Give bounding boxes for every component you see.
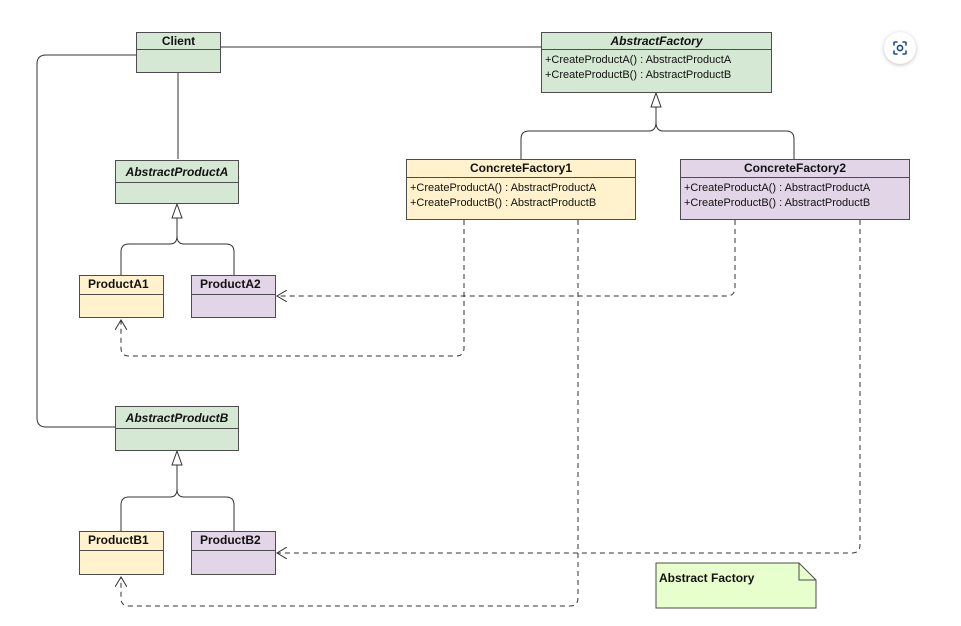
operation: +CreateProductB() : AbstractProductB (410, 196, 597, 209)
class-producta1-name: ProductA1 (80, 276, 163, 295)
note-label: Abstract Factory (659, 571, 755, 585)
screenshot-button[interactable] (884, 32, 916, 64)
scan-icon (893, 41, 907, 55)
class-productb2-name: ProductB2 (192, 532, 275, 551)
class-productb1[interactable]: ProductB1 (79, 531, 164, 575)
class-abstractproducta-name: AbstractProductA (116, 161, 238, 183)
class-productb1-name: ProductB1 (80, 532, 163, 551)
operation: +CreateProductA() : AbstractProductA (545, 54, 732, 66)
class-client[interactable]: Client (136, 32, 221, 73)
class-concretefactory2[interactable]: ConcreteFactory2 +CreateProductA() : Abs… (680, 159, 910, 220)
note-fold (798, 563, 816, 581)
class-producta1[interactable]: ProductA1 (79, 275, 164, 318)
generalization-triangle-abstractproductb (171, 449, 183, 466)
generalization-productb1 (120, 465, 178, 531)
association-client-abstractproductb (36, 54, 137, 428)
generalization-concretefactory2 (655, 121, 795, 160)
class-concretefactory1[interactable]: ConcreteFactory1 +CreateProductA() : Abs… (406, 159, 636, 220)
generalization-triangle-abstractfactory (650, 91, 662, 108)
class-abstractfactory-operations: +CreateProductA() : AbstractProductA +Cr… (542, 50, 771, 82)
class-producta2[interactable]: ProductA2 (191, 275, 276, 318)
operation: +CreateProductA() : AbstractProductA (410, 182, 597, 194)
class-abstractproductb-name: AbstractProductB (116, 407, 238, 429)
class-concretefactory1-name: ConcreteFactory1 (407, 160, 635, 178)
dependency-concretefactory2-producta2 (277, 220, 736, 296)
generalization-producta2 (176, 235, 235, 275)
note-shape (655, 562, 817, 609)
generalization-producta1 (120, 218, 178, 275)
class-producta2-name: ProductA2 (192, 276, 275, 295)
class-client-name: Client (137, 33, 220, 50)
class-abstractfactory-name: AbstractFactory (542, 33, 771, 50)
class-concretefactory2-name: ConcreteFactory2 (681, 160, 909, 178)
dependency-concretefactory2-productb2 (277, 220, 861, 553)
generalization-concretefactory1 (520, 107, 657, 160)
generalization-triangle-abstractproducta (171, 202, 183, 219)
class-concretefactory2-operations: +CreateProductA() : AbstractProductA +Cr… (681, 178, 909, 210)
class-abstractfactory[interactable]: AbstractFactory +CreateProductA() : Abst… (541, 32, 772, 93)
operation: +CreateProductB() : AbstractProductB (684, 196, 871, 209)
class-concretefactory1-operations: +CreateProductA() : AbstractProductA +Cr… (407, 178, 635, 210)
generalization-productb2 (176, 488, 235, 531)
operation: +CreateProductA() : AbstractProductA (684, 182, 871, 194)
dependency-concretefactory1-productb1 (121, 220, 579, 607)
dependency-concretefactory1-producta1 (121, 220, 465, 357)
class-productb2[interactable]: ProductB2 (191, 531, 276, 575)
class-abstractproducta[interactable]: AbstractProductA (115, 160, 239, 204)
class-abstractproductb[interactable]: AbstractProductB (115, 406, 239, 451)
operation: +CreateProductB() : AbstractProductB (545, 68, 732, 81)
